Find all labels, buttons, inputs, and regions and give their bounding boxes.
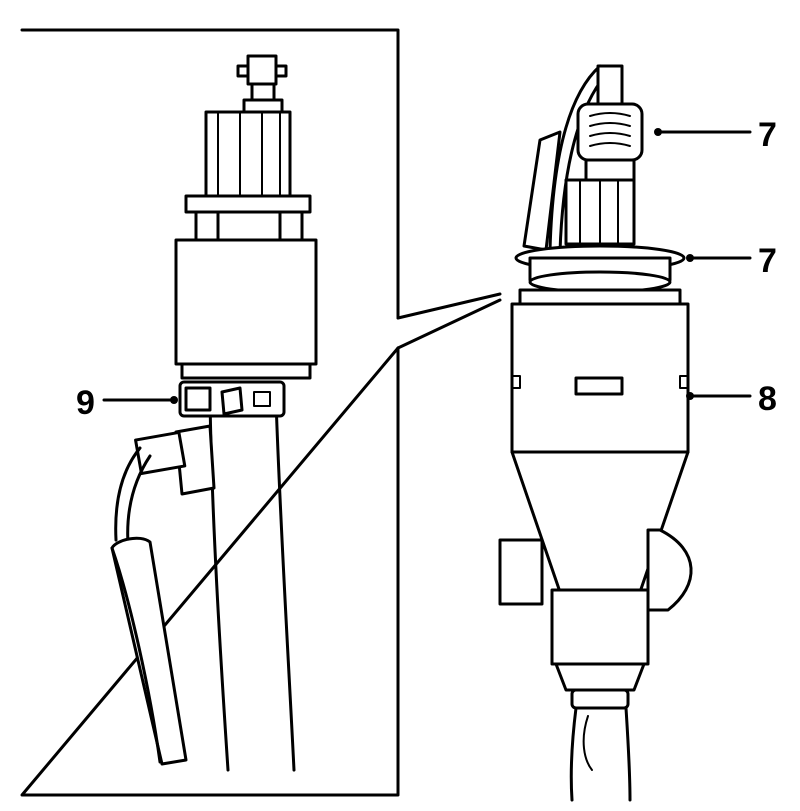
- assembly-flange: [514, 244, 686, 306]
- inset-hose-clamp: [178, 380, 286, 418]
- inset-tube: [208, 398, 296, 772]
- callout-connector: 7: [654, 116, 777, 154]
- assembly-pump-body: [564, 178, 636, 246]
- inset-pump-body: [184, 110, 312, 242]
- callout-label-connector: 7: [758, 116, 777, 154]
- callout-clamp: 9: [76, 384, 178, 422]
- assembly-outlet-tube: [569, 706, 632, 802]
- callout-housing: 8: [686, 380, 777, 418]
- detail-inset: [20, 28, 502, 797]
- callout-flange: 7: [686, 242, 777, 280]
- assembly-housing: [510, 302, 690, 594]
- inset-housing-block: [174, 238, 318, 380]
- assembly-lower-neck: [550, 588, 650, 710]
- inset-connector: [236, 54, 288, 114]
- callout-label-clamp: 9: [76, 384, 95, 422]
- pump-assembly: [498, 64, 693, 802]
- assembly-side-boss: [498, 528, 693, 612]
- callout-label-housing: 8: [758, 380, 777, 418]
- callout-label-flange: 7: [758, 242, 777, 280]
- inset-leader: [396, 292, 502, 350]
- inset-wire-harness: [110, 424, 216, 766]
- inset-frame: [20, 28, 400, 797]
- assembly-top-connector: [576, 64, 644, 182]
